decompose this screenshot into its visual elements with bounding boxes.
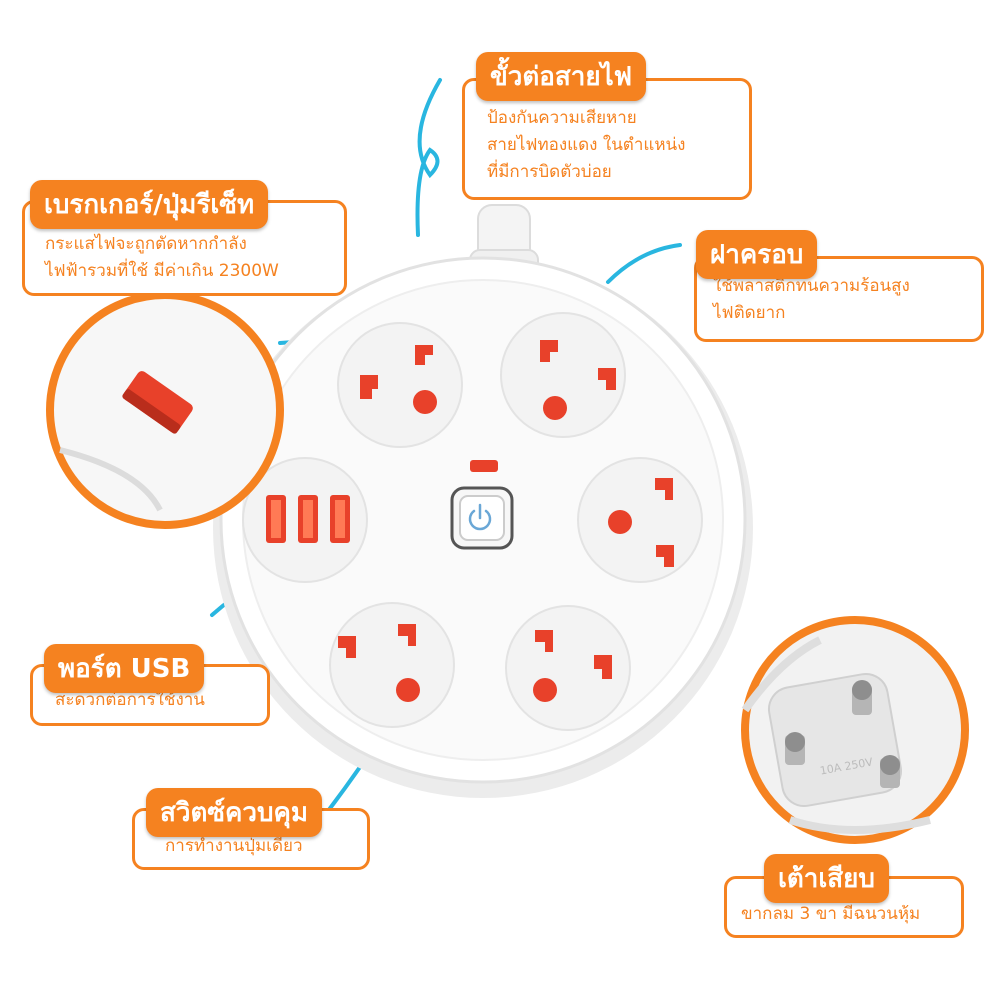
callout-line: ไฟฟ้ารวมที่ใช้ มีค่าเกิน 2300W — [45, 261, 279, 281]
callout-switch-title: สวิตซ์ควบคุม — [146, 788, 323, 837]
leader-line-cover — [606, 243, 682, 284]
socket-top-left — [337, 322, 463, 448]
socket-bottom-right — [505, 605, 631, 731]
plug-pin-left — [785, 732, 805, 765]
plug-pin-top — [852, 680, 872, 715]
callout-line: ป้องกันความเสียหาย — [487, 108, 637, 128]
callout-breaker-title: เบรกเกอร์/ปุ่มรีเซ็ท — [30, 180, 269, 229]
power-switch[interactable] — [450, 460, 514, 550]
socket-outlets — [329, 312, 703, 731]
breaker-zoom — [46, 291, 284, 529]
socket-right — [577, 457, 703, 583]
callout-breaker-text: กระแสไฟจะถูกตัดหากกำลัง ไฟฟ้ารวมที่ใช้ ม… — [45, 231, 279, 285]
callout-terminal-text: ป้องกันความเสียหาย สายไฟทองแดง ในตำแหน่ง… — [487, 105, 685, 186]
callout-line: ที่มีการบิดตัวบ่อย — [487, 162, 612, 182]
plug-pin-right — [880, 755, 900, 788]
socket-bottom-left — [329, 602, 455, 728]
callout-line: ขากลม 3 ขา มีฉนวนหุ้ม — [741, 904, 921, 924]
usb-port-1 — [266, 495, 286, 543]
callout-line: สะดวกต่อการใช้งาน — [55, 690, 205, 710]
usb-ports — [242, 457, 368, 583]
callout-cover-title: ฝาครอบ — [696, 230, 818, 279]
callout-plug-title: เต้าเสียบ — [764, 854, 889, 903]
breaker-button — [122, 371, 193, 434]
callout-usb-title: พอร์ต USB — [44, 644, 205, 693]
socket-top-right — [500, 312, 626, 438]
callout-line: สายไฟทองแดง ในตำแหน่ง — [487, 135, 686, 155]
callout-line: ใช้พลาสติกทนความร้อนสูง — [713, 276, 910, 296]
callout-line: ไฟติดยาก — [713, 303, 786, 323]
plug-zoom: 10A 250V — [741, 616, 969, 844]
callout-cover: ใช้พลาสติกทนความร้อนสูง ไฟติดยาก — [694, 256, 984, 342]
callout-plug-text: ขากลม 3 ขา มีฉนวนหุ้ม — [741, 901, 920, 928]
usb-port-2 — [298, 495, 318, 543]
callout-usb-text: สะดวกต่อการใช้งาน — [55, 687, 205, 714]
callout-switch-text: การทำงานปุ่มเดียว — [165, 833, 303, 860]
callout-cover-text: ใช้พลาสติกทนความร้อนสูง ไฟติดยาก — [713, 273, 910, 327]
leader-line-terminal — [415, 78, 442, 237]
usb-port-3 — [330, 495, 350, 543]
callout-line: การทำงานปุ่มเดียว — [165, 836, 303, 856]
callout-terminal-title: ขั้วต่อสายไฟ — [476, 52, 647, 101]
power-icon — [468, 503, 492, 531]
callout-line: กระแสไฟจะถูกตัดหากกำลัง — [45, 234, 247, 254]
